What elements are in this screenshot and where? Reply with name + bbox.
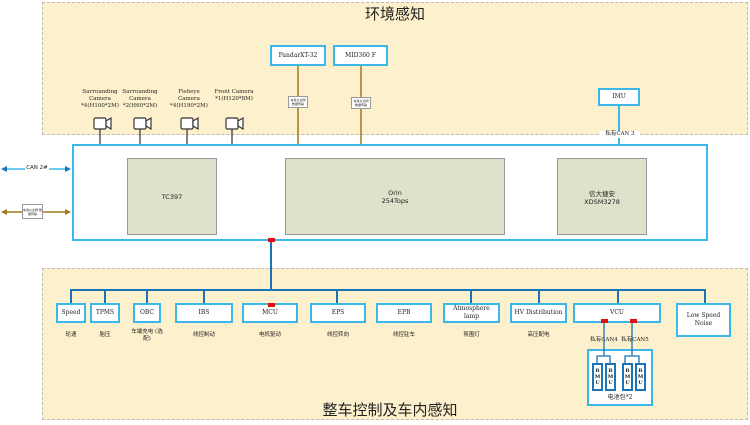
bus-drop	[146, 289, 148, 303]
node-desc: 氛围灯	[463, 332, 480, 338]
environment-perception-region	[42, 2, 748, 135]
chip-tc397: TC397	[127, 158, 217, 235]
bus-drop	[704, 289, 706, 303]
node-low-speed-noise: Low Speed Noise	[676, 303, 731, 337]
node-obc: OBC	[133, 303, 161, 323]
can5-marker	[630, 319, 637, 323]
bmu-label: BM U	[607, 368, 614, 386]
bmu-label: BM U	[637, 368, 644, 386]
can2-label: CAN 2#	[25, 165, 49, 173]
lidar-pandarxt32: PandarXT-32	[270, 45, 326, 66]
ethernet-link-label: 车载以太网 数据传输	[22, 204, 43, 219]
node-tpms: TPMS	[90, 303, 120, 323]
node-eps: EPS	[310, 303, 366, 323]
vehicle-control-region	[42, 268, 748, 420]
lidar-mid360f: MID360 F	[333, 45, 388, 66]
bus-drop	[70, 289, 72, 303]
camera-icon	[93, 116, 244, 131]
bus-drop	[203, 289, 205, 303]
node-hv-distribution: HV Distribution	[510, 303, 567, 323]
vehicle-control-title: 整车控制及车内感知	[322, 401, 458, 419]
node-desc: 车端充电 (选配)	[131, 329, 163, 343]
can4-marker	[601, 319, 608, 323]
bus-drop	[104, 289, 106, 303]
chip-label: TC397	[161, 192, 183, 201]
battery-label: 电池包*2	[607, 394, 633, 402]
camera-label: Fisheye Camera *4(H190*2M)	[170, 89, 208, 110]
bmu-module: BM U	[622, 363, 633, 391]
bus-drop	[538, 289, 540, 303]
camera-icons	[93, 66, 620, 144]
imu-box: IMU	[598, 88, 640, 106]
bmu-module: BM U	[635, 363, 646, 391]
node-desc: 线控制动	[192, 332, 215, 338]
node-epb: EPB	[376, 303, 432, 323]
bmu-module: BM U	[592, 363, 603, 391]
ethernet-link-label: 车载以太网 数据传输	[351, 97, 371, 109]
bmu-wiring	[596, 323, 640, 363]
camera-label: Surrounding Camera *4(H100*2M)	[81, 89, 119, 110]
bmu-module: BM U	[605, 363, 616, 391]
bmu-label: BM U	[624, 368, 631, 386]
environment-perception-title: 环境感知	[364, 5, 425, 23]
ethernet-link-label: 车载以太网 数据传输	[288, 96, 308, 108]
node-desc: 胎压	[99, 332, 111, 338]
node-desc: 轮速	[65, 332, 77, 338]
camera-label: Front Camera *1(H120*8M)	[214, 89, 254, 103]
mcu-marker	[268, 303, 275, 307]
can-bus	[70, 289, 706, 291]
chip-sub: XDSM3278	[584, 197, 620, 206]
can5-label: 私有CAN5	[621, 337, 649, 343]
node-speed: Speed	[56, 303, 86, 323]
chip-sub: 254Tops	[381, 196, 409, 205]
camera-label: Surrounding Camera *2(H60*2M)	[122, 89, 158, 110]
can3-label: 私有CAN 3	[600, 131, 640, 139]
chip-label: 信大捷安	[589, 189, 615, 198]
node-vcu: VCU	[573, 303, 661, 323]
bus-line	[270, 242, 272, 291]
bus-drop	[336, 289, 338, 303]
node-desc: 电机驱动	[258, 332, 281, 338]
bmu-label: BM U	[594, 368, 601, 386]
bus-drop	[470, 289, 472, 303]
chip-label: Orin	[388, 188, 402, 197]
can-port-marker	[268, 238, 275, 242]
node-atmosphere-lamp: Atmosphere lamp	[443, 303, 500, 323]
bus-drop	[617, 289, 619, 303]
node-ibs: IBS	[175, 303, 233, 323]
node-desc: 线控转向	[326, 332, 349, 338]
node-desc: 线控驻车	[392, 332, 415, 338]
node-desc: 高压配电	[527, 332, 550, 338]
